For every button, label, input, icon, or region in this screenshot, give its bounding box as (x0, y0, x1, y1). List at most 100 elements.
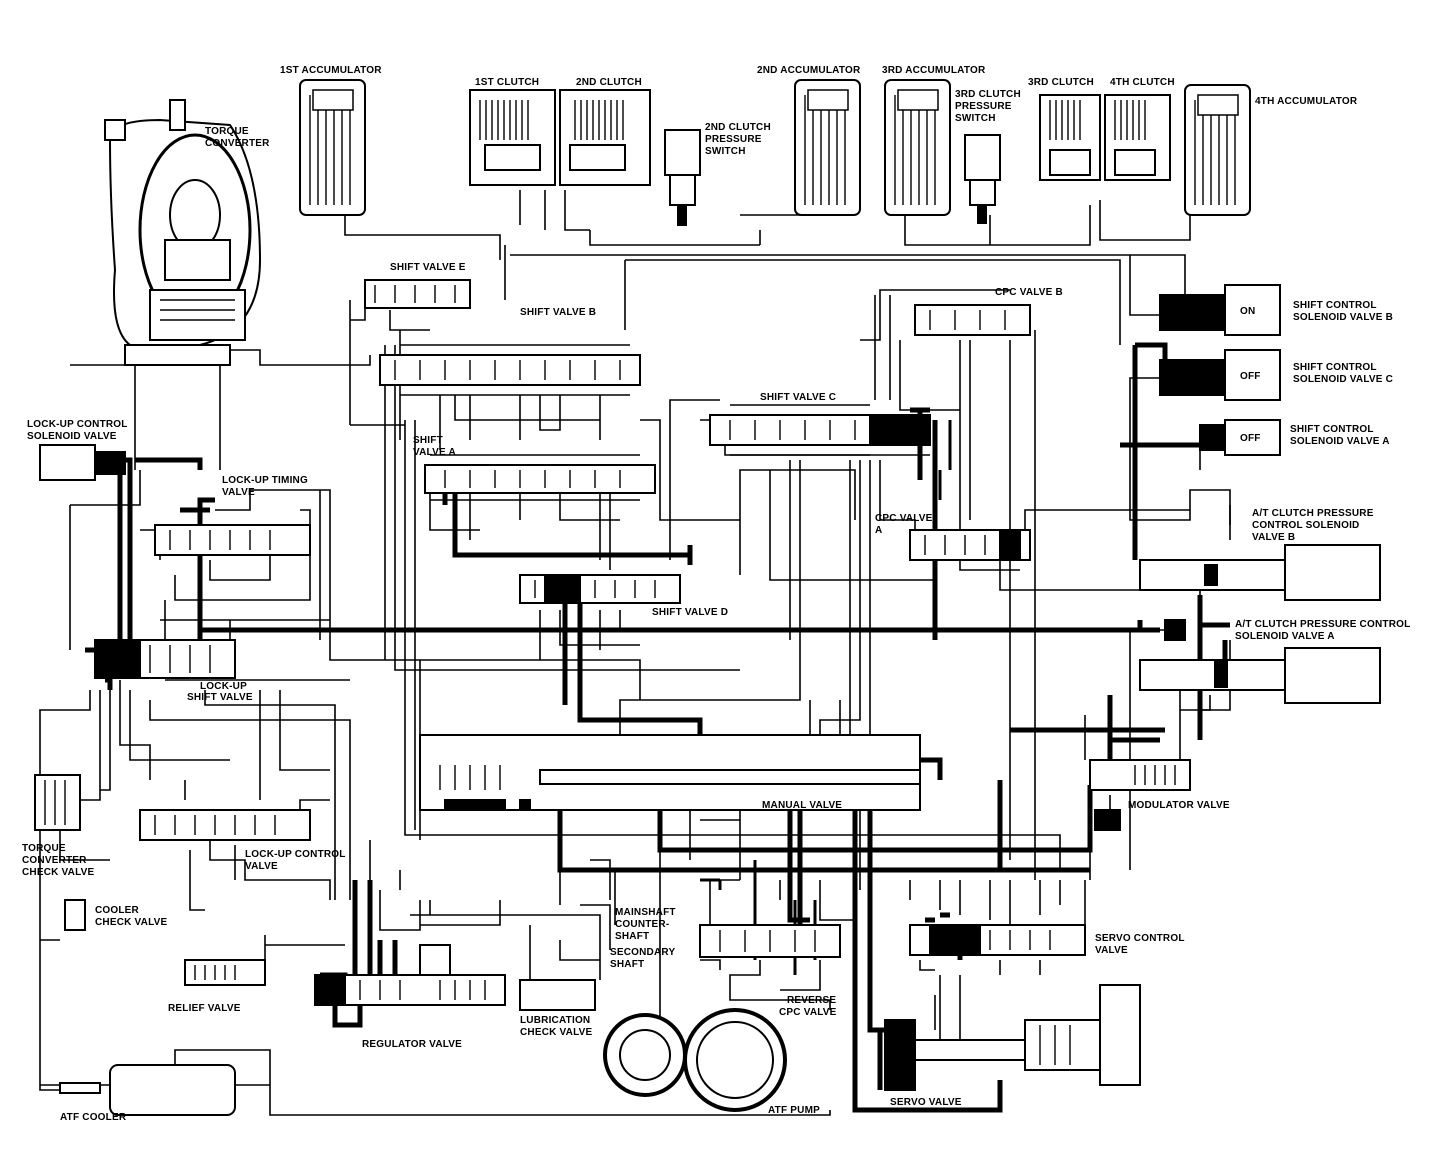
label-shift-valve-d: SHIFT VALVE D (652, 607, 728, 618)
accumulator-1 (299, 79, 366, 216)
label-servo-control-2: VALVE (1095, 945, 1128, 956)
manual-valve (419, 734, 921, 811)
clutch-3-pressure-switch (964, 134, 1001, 224)
label-3rd-clutch-switch-3: SWITCH (955, 113, 996, 124)
label-atf-cooler: ATF COOLER (60, 1112, 127, 1123)
label-lube-check-1: LUBRICATION (520, 1015, 590, 1026)
label-lube-check-2: CHECK VALVE (520, 1027, 593, 1038)
label-at-solenoid-b-2: CONTROL SOLENOID (1252, 520, 1359, 531)
shift-valve-b (379, 344, 641, 396)
lubrication-check-valve (519, 979, 596, 1011)
label-2nd-clutch-switch-1: 2ND CLUTCH (705, 122, 771, 133)
modulator-valve (1089, 759, 1191, 831)
label-cpc-valve-a-2: A (875, 525, 882, 536)
label-secondary-2: SHAFT (610, 959, 644, 970)
shift-valve-c (709, 404, 931, 456)
label-lockup-control-1: LOCK-UP CONTROL (245, 849, 346, 860)
lock-up-shift-valve (94, 639, 236, 679)
label-shift-valve-c: SHIFT VALVE C (760, 392, 836, 403)
clutch-1-2 (469, 89, 651, 186)
label-lockup-solenoid-1: LOCK-UP CONTROL (27, 419, 128, 430)
label-countershaft-2: SHAFT (615, 931, 649, 942)
label-lockup-timing-1: LOCK-UP TIMING (222, 475, 308, 486)
label-at-solenoid-b-3: VALVE B (1252, 532, 1295, 543)
label-2nd-accumulator: 2ND ACCUMULATOR (757, 65, 861, 76)
label-lockup-shift-2: SHIFT VALVE (187, 692, 253, 703)
fluid-lines-thin (35, 190, 1231, 1116)
label-cpc-valve-a-1: CPC VALVE (875, 513, 933, 524)
label-countershaft-1: COUNTER- (615, 919, 669, 930)
torque-converter-check-valve (34, 774, 81, 831)
clutch-3-4 (1039, 94, 1171, 181)
label-reverse-cpc-1: REVERSE (787, 995, 836, 1006)
label-servo-control-1: SERVO CONTROL (1095, 933, 1185, 944)
label-3rd-accumulator: 3RD ACCUMULATOR (882, 65, 986, 76)
label-shift-valve-e: SHIFT VALVE E (390, 262, 466, 273)
label-3rd-clutch: 3RD CLUTCH (1028, 77, 1094, 88)
label-solenoid-b-2: SOLENOID VALVE B (1293, 312, 1393, 323)
label-cooler-check-1: COOLER (95, 905, 140, 916)
lock-up-control-solenoid (39, 444, 126, 481)
shift-control-solenoid-c (1159, 349, 1281, 401)
label-lockup-timing-2: VALVE (222, 487, 255, 498)
label-modulator-valve: MODULATOR VALVE (1128, 800, 1230, 811)
shift-control-solenoid-b (1159, 284, 1281, 336)
servo-valve (884, 984, 1141, 1091)
cpc-valve-a (909, 529, 1031, 561)
label-cooler-check-2: CHECK VALVE (95, 917, 168, 928)
regulator-valve (314, 944, 506, 1006)
accumulator-2 (794, 79, 861, 216)
atf-pump (603, 1008, 787, 1112)
fluid-lines-bold (85, 342, 1230, 1113)
label-relief-valve: RELIEF VALVE (168, 1003, 241, 1014)
label-lockup-shift-1: LOCK-UP (200, 681, 247, 692)
label-1st-accumulator: 1ST ACCUMULATOR (280, 65, 382, 76)
solenoid-b-state: ON (1240, 306, 1255, 317)
cpc-valve-b (914, 304, 1031, 336)
label-tc-check-3: CHECK VALVE (22, 867, 95, 878)
label-lockup-control-2: VALVE (245, 861, 278, 872)
label-solenoid-a-2: SOLENOID VALVE A (1290, 436, 1390, 447)
solenoid-a-state: OFF (1240, 433, 1261, 444)
torque-converter (104, 99, 262, 366)
clutch-2-pressure-switch (664, 129, 701, 226)
label-lockup-solenoid-2: SOLENOID VALVE (27, 431, 117, 442)
label-shift-valve-a-1: SHIFT (413, 435, 443, 446)
solenoid-c-state: OFF (1240, 371, 1261, 382)
at-clutch-solenoid-b (1139, 544, 1381, 601)
label-at-solenoid-a-2: SOLENOID VALVE A (1235, 631, 1335, 642)
label-2nd-clutch-switch-3: SWITCH (705, 146, 746, 157)
label-regulator-valve: REGULATOR VALVE (362, 1039, 462, 1050)
accumulator-4 (1184, 84, 1251, 216)
label-torque-converter-2: CONVERTER (205, 138, 270, 149)
shift-valve-e (364, 279, 471, 309)
label-4th-accumulator: 4TH ACCUMULATOR (1255, 96, 1358, 107)
reverse-cpc-valve (699, 924, 841, 958)
label-tc-check-2: CONVERTER (22, 855, 87, 866)
label-secondary-1: SECONDARY (610, 947, 675, 958)
shift-valve-a (424, 454, 656, 501)
label-4th-clutch: 4TH CLUTCH (1110, 77, 1175, 88)
solenoid-state-labels: ON OFF OFF (1240, 306, 1261, 444)
accumulator-3 (884, 79, 951, 216)
atf-cooler (59, 1064, 236, 1116)
label-torque-converter-1: TORQUE (205, 126, 249, 137)
label-solenoid-c-2: SOLENOID VALVE C (1293, 374, 1393, 385)
label-at-solenoid-b-1: A/T CLUTCH PRESSURE (1252, 508, 1374, 519)
label-3rd-clutch-switch-1: 3RD CLUTCH (955, 89, 1021, 100)
shift-control-solenoid-a (1199, 419, 1281, 456)
label-3rd-clutch-switch-2: PRESSURE (955, 101, 1012, 112)
label-tc-check-1: TORQUE (22, 843, 66, 854)
label-servo-valve: SERVO VALVE (890, 1097, 962, 1108)
label-solenoid-b-1: SHIFT CONTROL (1293, 300, 1377, 311)
component-labels: 1ST ACCUMULATOR 1ST CLUTCH 2ND CLUTCH 2N… (22, 65, 1410, 1123)
cooler-check-valve (64, 899, 86, 931)
label-solenoid-c-1: SHIFT CONTROL (1293, 362, 1377, 373)
label-cpc-valve-b: CPC VALVE B (995, 287, 1063, 298)
label-at-solenoid-a-1: A/T CLUTCH PRESSURE CONTROL (1235, 619, 1410, 630)
relief-valve (184, 959, 266, 986)
lock-up-control-valve (139, 809, 311, 841)
label-shift-valve-a-2: VALVE A (413, 447, 456, 458)
at-clutch-solenoid-a (1139, 619, 1381, 704)
